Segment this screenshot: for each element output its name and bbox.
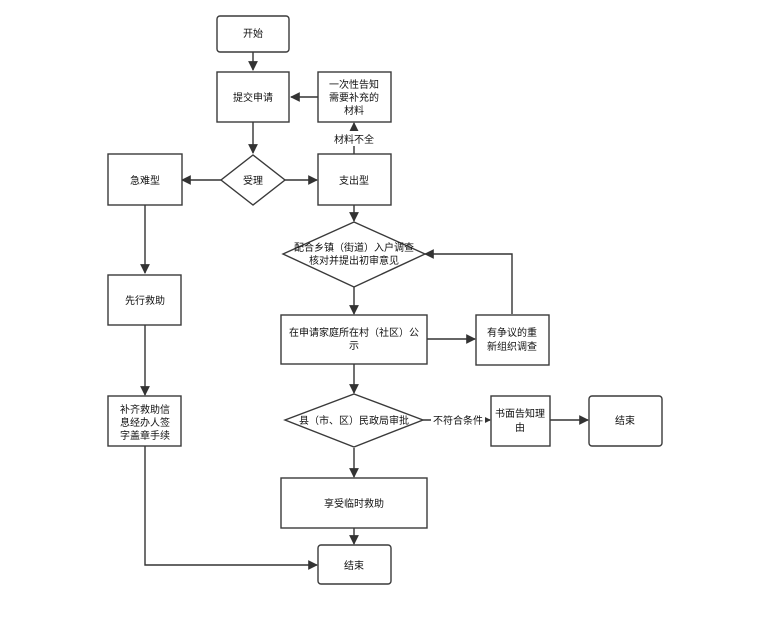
urgent-node: 急难型: [107, 153, 183, 206]
edge-labels: 材料不全 不符合条件: [331, 131, 485, 428]
notify-label-line-2: 需要补充的: [329, 91, 379, 104]
start-node: 开始: [216, 15, 290, 53]
end-right-node: 结束: [588, 395, 663, 447]
dispute-node: 有争议的重 新组织调查: [475, 314, 550, 366]
notify-node: 一次性告知 需要补充的 材料: [317, 71, 392, 123]
end-bottom-node: 结束: [317, 544, 392, 585]
notify-label-line-1: 一次性告知: [329, 78, 379, 91]
approve-label: 县（市、区）民政局审批: [299, 414, 409, 427]
investigate-label-line-1: 配合乡镇（街道）入户调查: [294, 241, 414, 254]
approve-decision: 县（市、区）民政局审批: [283, 393, 425, 448]
expense-label: 支出型: [339, 174, 369, 187]
end-bottom-label: 结束: [344, 559, 364, 572]
publicize-node: 在申请家庭所在村（社区）公 示: [280, 314, 428, 365]
investigate-label-line-2: 核对并提出初审意见: [309, 254, 399, 267]
accept-label: 受理: [243, 175, 263, 187]
expense-node: 支出型: [317, 153, 392, 206]
edge-label-incomplete: 材料不全: [334, 133, 374, 146]
enjoy-node: 享受临时救助: [280, 477, 428, 529]
supplement-node: 补齐救助信 息经办人签 字盖章手续: [107, 395, 182, 447]
submit-label: 提交申请: [233, 91, 273, 104]
supplement-label-line-2: 息经办人签: [120, 416, 170, 429]
publicize-label-line-2: 示: [349, 341, 359, 352]
edge-dispute-investigate: [424, 249, 513, 314]
edge-label-not-qualified: 不符合条件: [433, 414, 483, 427]
start-label: 开始: [243, 27, 263, 40]
notify-label-line-3: 材料: [344, 104, 364, 117]
dispute-label-line-1: 有争议的重: [487, 326, 537, 339]
supplement-label-line-3: 字盖章手续: [120, 429, 170, 442]
first-aid-label: 先行救助: [125, 294, 165, 307]
accept-decision: 受理: [219, 154, 287, 206]
nodes: 开始 提交申请 一次性告知 需要补充的 材料 受理 急难型 支出型: [107, 15, 663, 585]
written-notice-label-line-2: 由: [515, 421, 525, 434]
investigate-decision: 配合乡镇（街道）入户调查 核对并提出初审意见: [281, 221, 427, 288]
publicize-label-line-1: 在申请家庭所在村（社区）公: [289, 326, 419, 339]
supplement-label-line-1: 补齐救助信: [120, 403, 170, 416]
dispute-label-line-2: 新组织调查: [487, 340, 537, 353]
edge-supplement-end: [144, 446, 318, 570]
end-right-label: 结束: [615, 414, 635, 427]
written-notice-label-line-1: 书面告知理: [495, 407, 545, 420]
first-aid-node: 先行救助: [107, 274, 182, 326]
urgent-label: 急难型: [130, 174, 160, 187]
submit-node: 提交申请: [216, 71, 290, 123]
written-notice-node: 书面告知理 由: [490, 395, 551, 447]
enjoy-label: 享受临时救助: [324, 497, 384, 510]
